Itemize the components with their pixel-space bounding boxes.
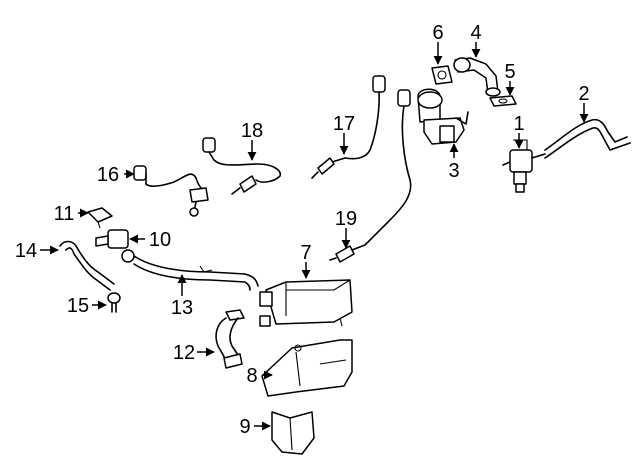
callout-15: 15	[67, 295, 89, 317]
callout-11: 11	[54, 203, 75, 225]
callout-12: 12	[173, 342, 195, 364]
callout-8: 8	[246, 365, 257, 387]
callout-19: 19	[335, 208, 357, 230]
part-4-egr-pipe	[453, 57, 501, 97]
callout-labels: 1 2 3 4 5 6 7 8 9 10 11 12 13 14 15 16 1…	[15, 22, 590, 438]
part-1-valve	[502, 139, 546, 193]
callout-16: 16	[97, 164, 119, 186]
leader-lines	[40, 42, 589, 431]
callout-13: 13	[171, 297, 193, 319]
part-14-hose	[59, 240, 115, 291]
part-11-bracket	[87, 207, 113, 229]
part-18-sensor	[202, 137, 281, 195]
part-3-egr-valve	[417, 88, 469, 145]
callout-3: 3	[448, 160, 459, 182]
part-13-hose	[133, 255, 259, 291]
part-5-gasket	[489, 95, 517, 107]
part-8-bracket	[261, 339, 353, 397]
callout-6: 6	[432, 22, 443, 44]
part-6-gasket	[431, 65, 453, 85]
callout-2: 2	[578, 83, 589, 105]
part-19-sensor	[329, 89, 412, 263]
callout-1: 1	[513, 113, 524, 135]
callout-18: 18	[241, 120, 263, 142]
callout-7: 7	[300, 242, 311, 264]
callout-14: 14	[15, 240, 37, 262]
callout-4: 4	[470, 22, 481, 44]
part-12-hose	[215, 309, 245, 369]
callout-17: 17	[333, 113, 355, 135]
callout-10: 10	[149, 229, 171, 251]
part-10-valve	[95, 229, 135, 263]
part-9-shield	[271, 411, 315, 455]
part-16-sensor	[133, 165, 209, 217]
part-17-sensor	[311, 75, 386, 179]
callout-9: 9	[239, 416, 250, 438]
part-7-canister	[259, 279, 353, 327]
part-15-bolt	[107, 292, 121, 313]
part-2-hose	[544, 118, 631, 159]
callout-5: 5	[504, 61, 515, 83]
